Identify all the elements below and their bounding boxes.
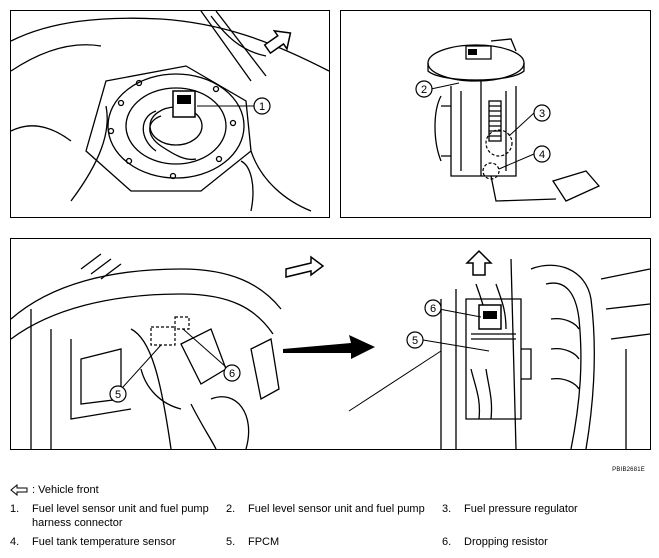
fuel-pump-drawing: 2 3 4 — [415, 38, 601, 202]
legend-text: Fuel pressure regulator — [464, 503, 578, 515]
legend-item-1: 1. Fuel level sensor unit and fuel pump … — [10, 503, 220, 530]
legend-number: 2. — [226, 503, 236, 515]
fpcm-location-drawing: 5 6 — [11, 249, 650, 449]
callout-2: 2 — [421, 84, 427, 96]
legend-number: 5. — [226, 536, 236, 548]
figure-id: PBIB2681E — [612, 467, 645, 473]
callout-5-right: 5 — [412, 335, 418, 347]
outline-arrow-left-icon — [10, 484, 28, 496]
legend-item-2: 2. Fuel level sensor unit and fuel pump — [226, 503, 436, 517]
legend-item-4: 4. Fuel tank temperature sensor — [10, 536, 220, 550]
legend-item-5: 5. FPCM — [226, 536, 436, 550]
legend-text: Fuel tank temperature sensor — [32, 536, 176, 548]
legend-text: Fuel level sensor unit and fuel pump har… — [32, 503, 209, 529]
legend-number: 4. — [10, 536, 20, 548]
legend-number: 1. — [10, 503, 20, 515]
vehicle-front-legend: : Vehicle front — [10, 484, 99, 496]
illustration-fpcm-location: 5 6 — [10, 238, 651, 450]
legend-item-6: 6. Dropping resistor — [442, 536, 650, 550]
legend-text: Fuel level sensor unit and fuel pump — [248, 503, 425, 515]
callout-3: 3 — [539, 108, 545, 120]
illustration-tank-connector: 1 — [10, 10, 330, 218]
vehicle-front-label: : Vehicle front — [32, 484, 99, 496]
tank-connector-drawing: 1 — [11, 11, 329, 212]
legend-text: FPCM — [248, 536, 280, 548]
callout-1: 1 — [259, 101, 265, 113]
legend-number: 3. — [442, 503, 452, 515]
legend-item-3: 3. Fuel pressure regulator — [442, 503, 650, 517]
callout-4: 4 — [539, 149, 545, 161]
callout-6-right: 6 — [430, 303, 436, 315]
legend-number: 6. — [442, 536, 452, 548]
callout-5-left: 5 — [115, 389, 121, 401]
legend-text: Dropping resistor — [464, 536, 548, 548]
callout-6-left: 6 — [229, 368, 235, 380]
illustration-fuel-pump-unit: 2 3 4 — [340, 10, 651, 218]
